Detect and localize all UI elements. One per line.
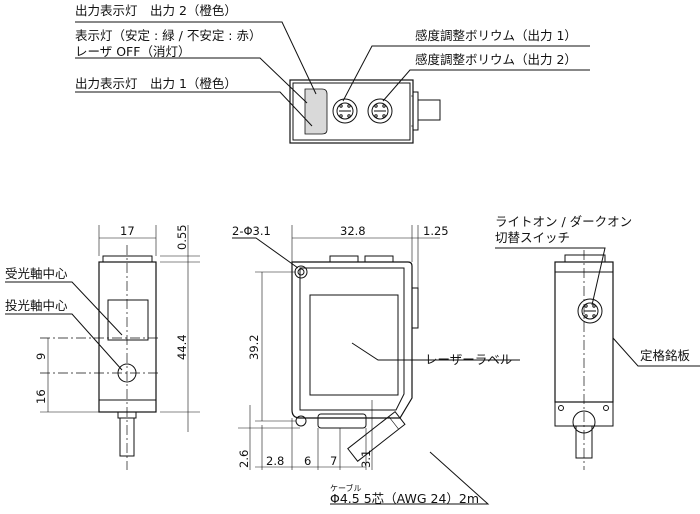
left-view bbox=[5, 225, 200, 470]
dim-9: 9 bbox=[34, 353, 48, 360]
indicator-window bbox=[304, 88, 328, 135]
dim-1-25: 1.25 bbox=[423, 224, 449, 238]
label-sensitivity-2: 感度調整ボリウム（出力 2） bbox=[415, 52, 577, 67]
label-emitter-axis: 投光軸中心 bbox=[5, 298, 68, 313]
dim-0-55: 0.55 bbox=[175, 224, 189, 250]
label-switch-line2: 切替スイッチ bbox=[495, 230, 570, 245]
dim-16: 16 bbox=[34, 389, 48, 404]
sensitivity-volume-2[interactable] bbox=[367, 98, 393, 124]
light-dark-switch[interactable] bbox=[577, 298, 603, 324]
label-output-indicator-1: 出力表示灯 出力 1（橙色） bbox=[75, 76, 237, 91]
label-sensitivity-1: 感度調整ボリウム（出力 1） bbox=[415, 28, 577, 43]
label-cable: ケーブル bbox=[330, 483, 362, 493]
dim-44-4: 44.4 bbox=[175, 334, 189, 360]
label-indicator: 表示灯（安定 : 緑 / 不安定 : 赤） bbox=[75, 28, 261, 43]
label-cable-spec: Φ4.5 5芯（AWG 24）2m bbox=[330, 491, 479, 506]
label-holes: 2-Φ3.1 bbox=[232, 224, 271, 238]
label-laser-off: レーザ OFF（消灯） bbox=[75, 44, 190, 59]
dim-7: 7 bbox=[330, 454, 337, 468]
front-view bbox=[232, 225, 520, 505]
sensitivity-volume-1[interactable] bbox=[332, 98, 358, 124]
front-view-body bbox=[291, 261, 413, 419]
label-nameplate: 定格銘板 bbox=[640, 348, 691, 363]
right-view bbox=[495, 247, 700, 470]
label-output-indicator-2: 出力表示灯 出力 2（橙色） bbox=[75, 3, 237, 18]
dim-39-2: 39.2 bbox=[247, 334, 261, 360]
label-receiver-axis: 受光軸中心 bbox=[5, 266, 68, 281]
label-laser: レーザーラベル bbox=[425, 352, 512, 367]
label-switch-line1: ライトオン / ダークオン bbox=[495, 214, 632, 229]
dim-6: 6 bbox=[304, 454, 311, 468]
laser-label-window bbox=[309, 294, 399, 396]
dim-2-8: 2.8 bbox=[266, 454, 284, 468]
dim-17: 17 bbox=[120, 224, 135, 238]
top-view bbox=[75, 21, 590, 144]
dim-3-1: 3.1 bbox=[359, 450, 373, 468]
dim-2-6: 2.6 bbox=[237, 450, 251, 468]
dim-32-8: 32.8 bbox=[340, 224, 366, 238]
